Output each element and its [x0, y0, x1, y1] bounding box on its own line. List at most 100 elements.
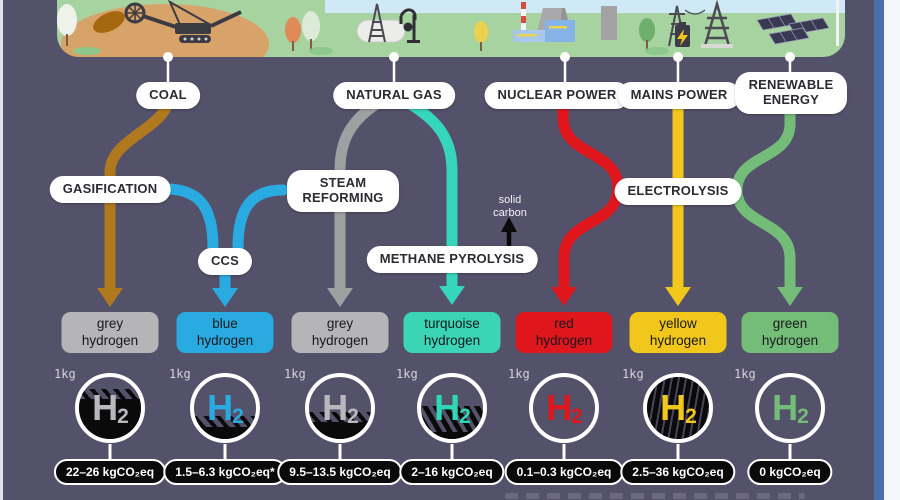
energy-sources-banner: [57, 0, 845, 57]
co2-range-hatch: [79, 389, 141, 399]
circle-stems: [108, 444, 792, 461]
steam-line2: REFORMING: [302, 189, 384, 205]
solid-carbon-arrow: [501, 217, 517, 246]
source-label-coal: COAL: [136, 82, 200, 109]
process-label-electrolysis: ELECTROLYSIS: [614, 178, 742, 205]
type-line2: hydrogen: [535, 332, 593, 348]
emissions-pill: 22–26 kgCO₂eq: [53, 459, 167, 485]
ccs-path-from-gasification: [160, 183, 219, 253]
co2-full-range-hatch: [647, 377, 709, 439]
co2-range-hatch: [421, 406, 483, 432]
emissions-pill: 1.5–6.3 kgCO₂eq*: [163, 459, 287, 485]
mass-label: 1kg: [508, 367, 530, 381]
type-line1: red: [554, 316, 574, 332]
hydrogen-type-box-turquoise: turquoise hydrogen: [403, 312, 501, 353]
process-label-gasification: GASIFICATION: [49, 176, 171, 203]
solid-carbon-line2: carbon: [493, 207, 527, 220]
emissions-pill: 9.5–13.5 kgCO₂eq: [277, 459, 403, 485]
co2-solid-fill: [194, 427, 256, 439]
emissions-pill: 2.5–36 kgCO₂eq: [620, 459, 736, 485]
power-line: [684, 9, 706, 15]
type-line1: blue: [212, 316, 238, 332]
source-label-nuclear-power: NUCLEAR POWER: [484, 82, 630, 109]
solid-carbon-label: solid carbon: [493, 194, 527, 220]
mass-label: 1kg: [396, 367, 418, 381]
type-line1: green: [772, 316, 808, 332]
mass-label: 1kg: [169, 367, 191, 381]
process-label-ccs: CCS: [197, 248, 253, 275]
emissions-pill: 2–16 kgCO₂eq: [399, 459, 505, 485]
right-frame-white-edge: [884, 0, 900, 500]
type-line2: hydrogen: [423, 332, 481, 348]
natural-gas-illustration: [356, 3, 420, 43]
mass-label: 1kg: [622, 367, 644, 381]
type-line2: hydrogen: [196, 332, 254, 348]
co2-range-hatch: [309, 412, 371, 422]
reactor-building-icon: [545, 20, 575, 42]
banner-illustration: [57, 0, 845, 57]
hydrogen-type-box-grey-coal: grey hydrogen: [61, 312, 159, 353]
emissions-pill: 0 kgCO₂eq: [747, 459, 833, 485]
pylon-icon: [703, 0, 731, 47]
type-line1: grey: [96, 316, 124, 332]
hydrogen-type-box-blue: blue hydrogen: [176, 312, 274, 353]
coal-mine-illustration: [61, 4, 269, 57]
type-line2: hydrogen: [649, 332, 707, 348]
hydrogen-type-box-red: red hydrogen: [515, 312, 613, 353]
right-frame-blue-edge: [874, 0, 884, 500]
renewable-line1: RENEWABLE: [748, 77, 834, 92]
lightning-bolt-icon: [677, 29, 688, 46]
type-line2: hydrogen: [81, 332, 139, 348]
nuclear-plant-illustration: [513, 2, 617, 42]
banner-connectors: [163, 52, 795, 84]
nuclear-path: [557, 94, 624, 294]
solar-panel-icons: [756, 13, 830, 45]
renewable-energy-illustration: [756, 0, 839, 46]
gas-pump-icon: [399, 8, 420, 43]
hydrogen-type-box-yellow: yellow hydrogen: [629, 312, 727, 353]
ccs-path-from-steam-reforming: [232, 184, 289, 253]
steam-line1: STEAM: [319, 175, 367, 190]
gas-derrick-icon: [368, 3, 386, 43]
renewable-line2: ENERGY: [762, 91, 820, 107]
co2-range-hatch: [194, 416, 256, 427]
excavator-icon: [124, 0, 242, 43]
source-label-mains-power: MAINS POWER: [617, 82, 741, 109]
type-line1: yellow: [659, 316, 697, 332]
renewable-path: [731, 106, 796, 294]
hydrogen-type-box-green: green hydrogen: [741, 312, 839, 353]
mains-power-illustration: [668, 0, 733, 48]
process-label-methane-pyrolysis: METHANE PYROLYSIS: [366, 246, 538, 273]
mass-label: 1kg: [734, 367, 756, 381]
co2-solid-fill: [309, 422, 371, 439]
mass-label: 1kg: [54, 367, 76, 381]
co2-solid-fill: [79, 399, 141, 439]
source-label-natural-gas: NATURAL GAS: [333, 82, 455, 109]
process-label-steam-reforming: STEAM REFORMING: [287, 170, 399, 212]
wind-turbine-pole-icon: [836, 0, 839, 46]
left-frame-edge: [0, 0, 3, 500]
hydrogen-type-box-grey-gas: grey hydrogen: [291, 312, 389, 353]
type-line1: grey: [326, 316, 354, 332]
type-line2: hydrogen: [311, 332, 369, 348]
co2-solid-fill: [421, 432, 483, 439]
secondary-tower-icon: [601, 6, 617, 40]
footer-attribution-clipped: [505, 493, 805, 499]
type-line2: hydrogen: [761, 332, 819, 348]
mass-label: 1kg: [284, 367, 306, 381]
